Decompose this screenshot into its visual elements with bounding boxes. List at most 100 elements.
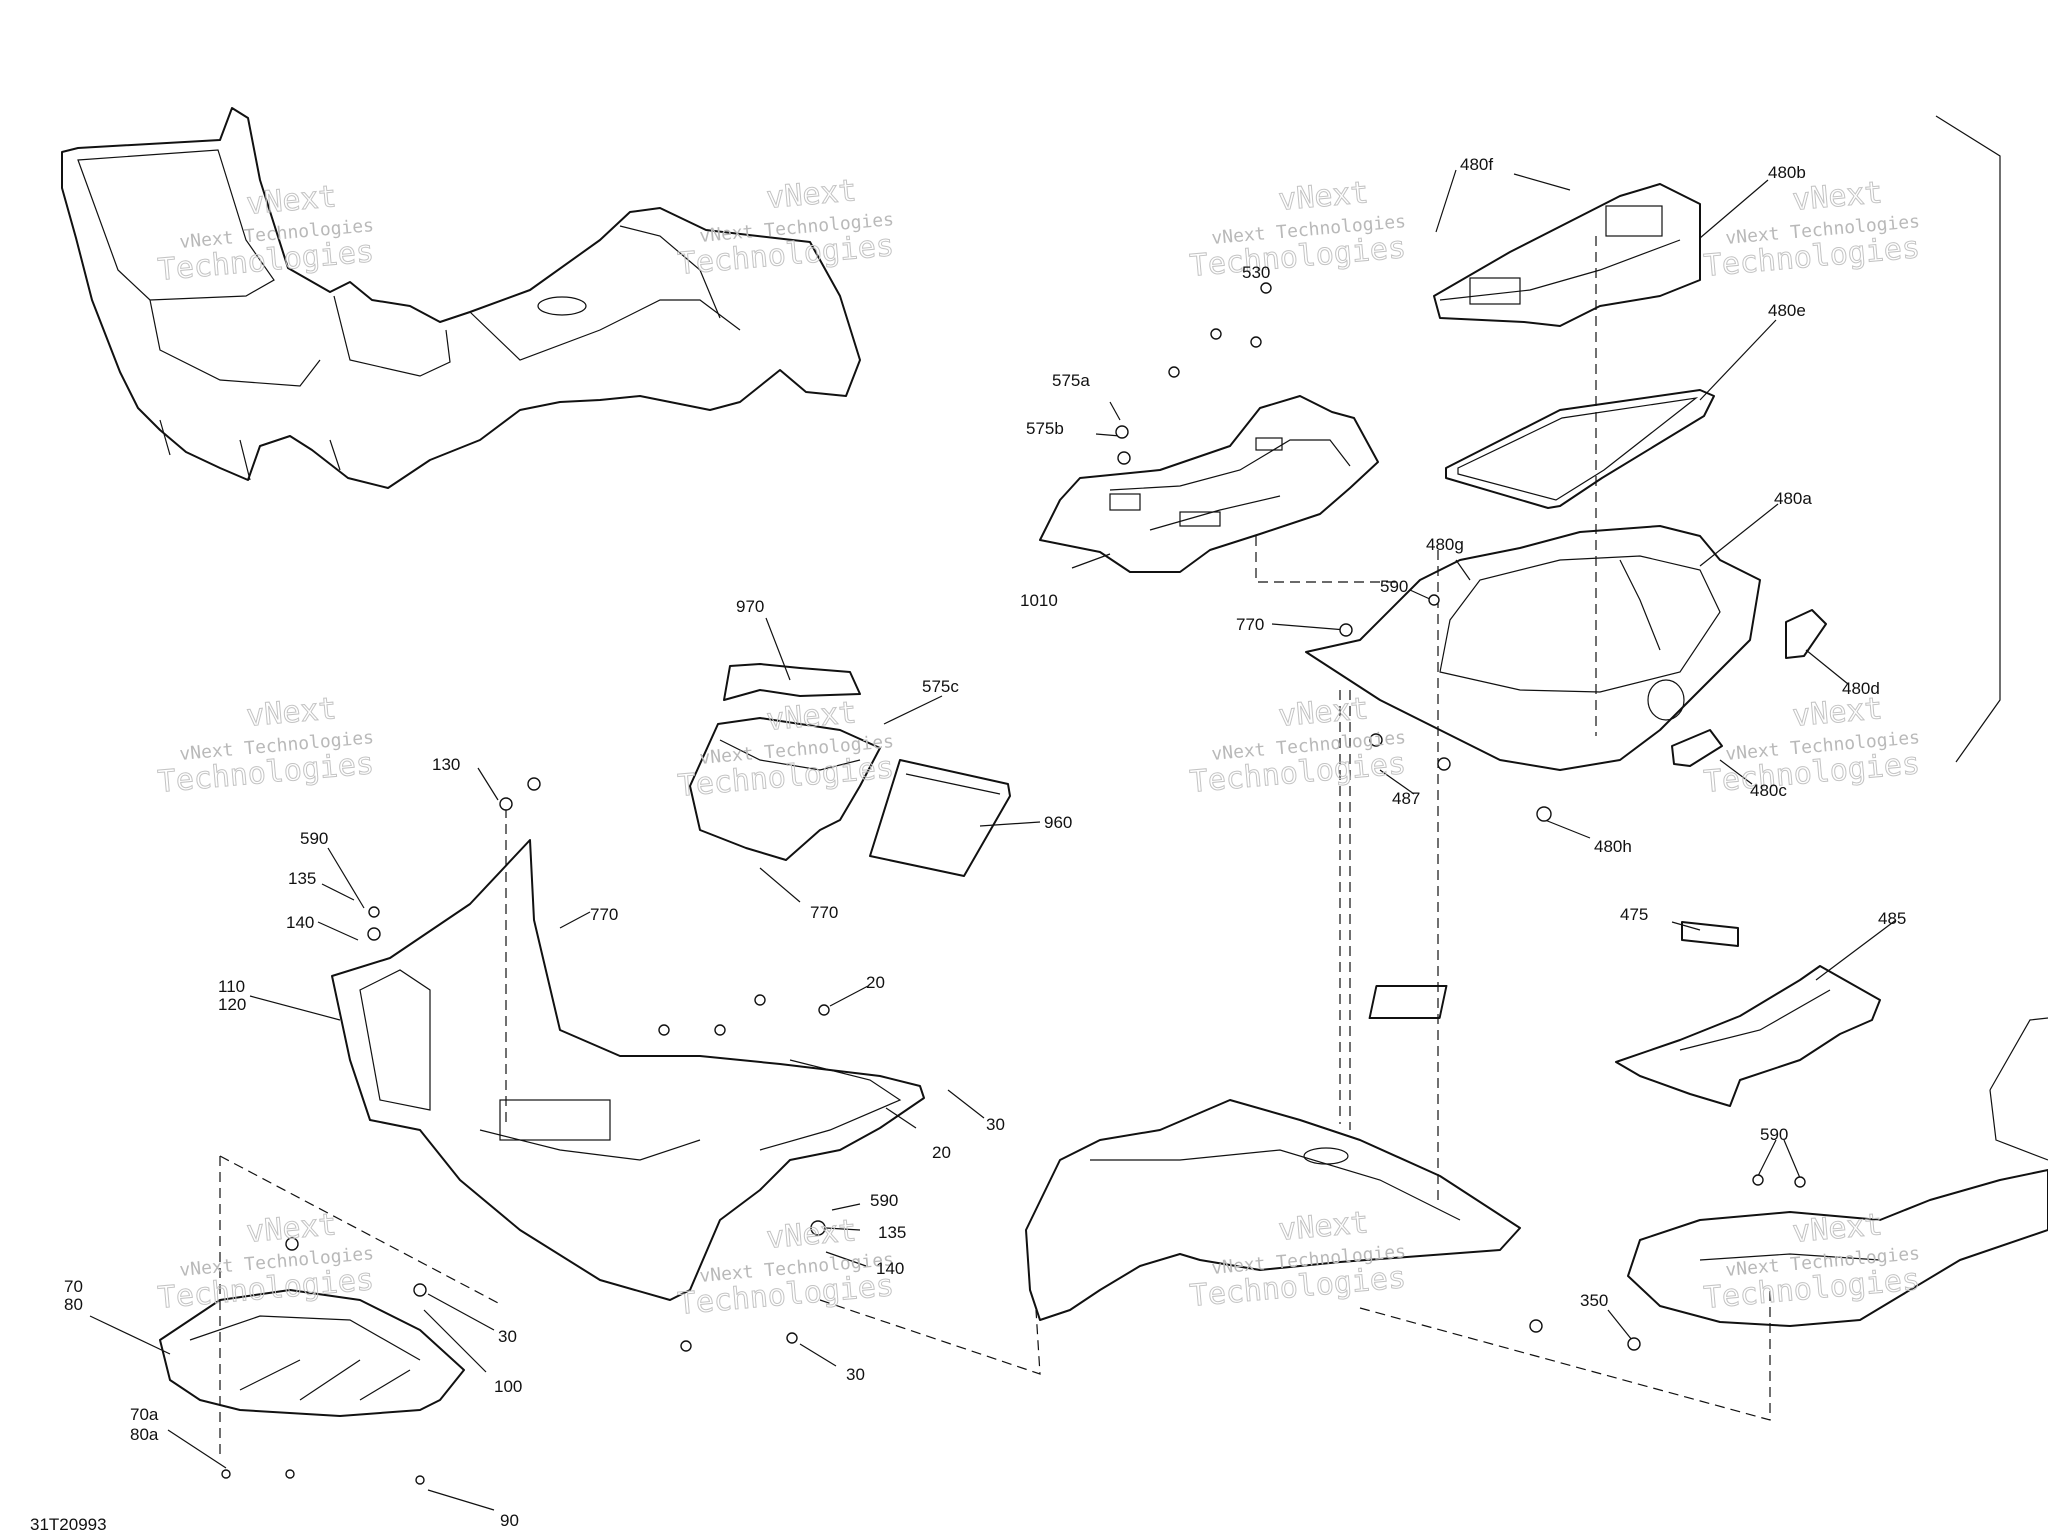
callout-70a: 70a — [130, 1405, 159, 1424]
clip — [1339, 623, 1353, 637]
storage-lid-480b — [1433, 183, 1701, 327]
front-fender — [1025, 1099, 1521, 1321]
clip — [1437, 757, 1451, 771]
bolt — [786, 1332, 798, 1344]
callout-480c: 480c — [1750, 781, 1787, 800]
callout-575c: 575c — [922, 677, 959, 696]
hardware — [221, 282, 1806, 1485]
watermark: vNext Technologies Technologies vNext — [1188, 691, 1408, 801]
watermark: vNext Technologies Technologies vNext — [156, 691, 376, 801]
bolt — [1115, 425, 1129, 439]
bolt — [368, 906, 380, 918]
rear-rack-1010 — [1039, 395, 1379, 573]
watermark: vNext Technologies Technologies vNext — [676, 173, 896, 283]
svg-text:vNext: vNext — [1791, 1207, 1884, 1250]
cover-970 — [723, 663, 861, 701]
bolt — [1250, 336, 1262, 348]
callout-960: 960 — [1044, 813, 1072, 832]
callout-590-right: 590 — [1760, 1125, 1788, 1144]
svg-text:vNext: vNext — [1277, 1205, 1370, 1248]
callout-30-right: 30 — [986, 1115, 1005, 1134]
callout-590-top: 590 — [1380, 577, 1408, 596]
callout-575b: 575b — [1026, 419, 1064, 438]
bolt — [714, 1024, 726, 1036]
callout-590-mid: 590 — [870, 1191, 898, 1210]
bracket-assembly — [689, 717, 881, 861]
callout-480g: 480g — [1426, 535, 1464, 554]
watermark: vNext Technologies Technologies vNext — [1702, 175, 1922, 285]
bolt — [1210, 328, 1222, 340]
guide-lines — [219, 236, 1771, 1456]
callout-480h: 480h — [1594, 837, 1632, 856]
bolt — [680, 1340, 692, 1352]
svg-text:vNext: vNext — [245, 179, 338, 222]
callout-590-left: 590 — [300, 829, 328, 848]
callout-80: 80 — [64, 1295, 83, 1314]
callout-135-mid: 135 — [878, 1223, 906, 1242]
svg-text:vNext: vNext — [765, 173, 858, 216]
washer — [1117, 451, 1131, 465]
callout-480f: 480f — [1460, 155, 1493, 174]
callout-485: 485 — [1878, 909, 1906, 928]
bolt — [1260, 282, 1272, 294]
part-480d — [1785, 609, 1827, 659]
callout-20-top: 20 — [866, 973, 885, 992]
svg-text:vNext: vNext — [765, 695, 858, 738]
callout-140-left: 140 — [286, 913, 314, 932]
bolt — [1529, 1319, 1543, 1333]
plate-485 — [1615, 965, 1881, 1107]
bolt — [1627, 1337, 1641, 1351]
callout-135-left: 135 — [288, 869, 316, 888]
bolt — [1428, 594, 1440, 606]
bolt — [499, 797, 513, 811]
footboard-70-80 — [159, 1289, 465, 1417]
watermark: vNext Technologies Technologies vNext — [1188, 175, 1408, 285]
callout-labels: 480f 480b 530 480e 575a 575b 480a 480g 5… — [30, 155, 1906, 1534]
callout-140-mid: 140 — [876, 1259, 904, 1278]
bolt — [1168, 366, 1180, 378]
bolt — [285, 1469, 295, 1479]
pad-475 — [1368, 921, 1739, 1019]
svg-text:vNext: vNext — [245, 1207, 338, 1250]
watermark: vNext Technologies Technologies vNext — [676, 1213, 896, 1323]
callout-120: 120 — [218, 995, 246, 1014]
watermark: vNext Technologies Technologies vNext — [676, 695, 896, 805]
svg-text:vNext: vNext — [1277, 175, 1370, 218]
callout-480e: 480e — [1768, 301, 1806, 320]
callout-100: 100 — [494, 1377, 522, 1396]
callout-30-mid: 30 — [498, 1327, 517, 1346]
bolt — [527, 777, 541, 791]
callout-70: 70 — [64, 1277, 83, 1296]
callout-480b: 480b — [1768, 163, 1806, 182]
bolt — [1752, 1174, 1764, 1186]
body-110-120 — [331, 839, 925, 1301]
callout-1010: 1010 — [1020, 591, 1058, 610]
svg-text:vNext: vNext — [765, 1213, 858, 1256]
part-480c — [1671, 729, 1723, 767]
svg-text:vNext: vNext — [1277, 691, 1370, 734]
front-rack — [1627, 1017, 2048, 1327]
watermark: vNext Technologies Technologies vNext — [156, 1207, 376, 1317]
callout-475: 475 — [1620, 905, 1648, 924]
callout-80a: 80a — [130, 1425, 159, 1444]
bolt — [818, 1004, 830, 1016]
group-bracket — [1935, 115, 2001, 763]
seal-480e — [1445, 389, 1715, 509]
bolt — [415, 1475, 425, 1485]
storage-box-480a — [1305, 525, 1761, 771]
bolt — [658, 1024, 670, 1036]
bolt — [1794, 1176, 1806, 1188]
callout-30-bottom: 30 — [846, 1365, 865, 1384]
callout-20-bottom: 20 — [932, 1143, 951, 1162]
bolt — [221, 1469, 231, 1479]
washer — [1536, 806, 1552, 822]
clip — [413, 1283, 427, 1297]
washer — [810, 1220, 826, 1236]
leader-lines — [89, 169, 1897, 1511]
callout-970: 970 — [736, 597, 764, 616]
diagram-code: 31T20993 — [30, 1515, 107, 1534]
svg-text:vNext: vNext — [1791, 691, 1884, 734]
callout-770-left: 770 — [590, 905, 618, 924]
callout-350: 350 — [1580, 1291, 1608, 1310]
